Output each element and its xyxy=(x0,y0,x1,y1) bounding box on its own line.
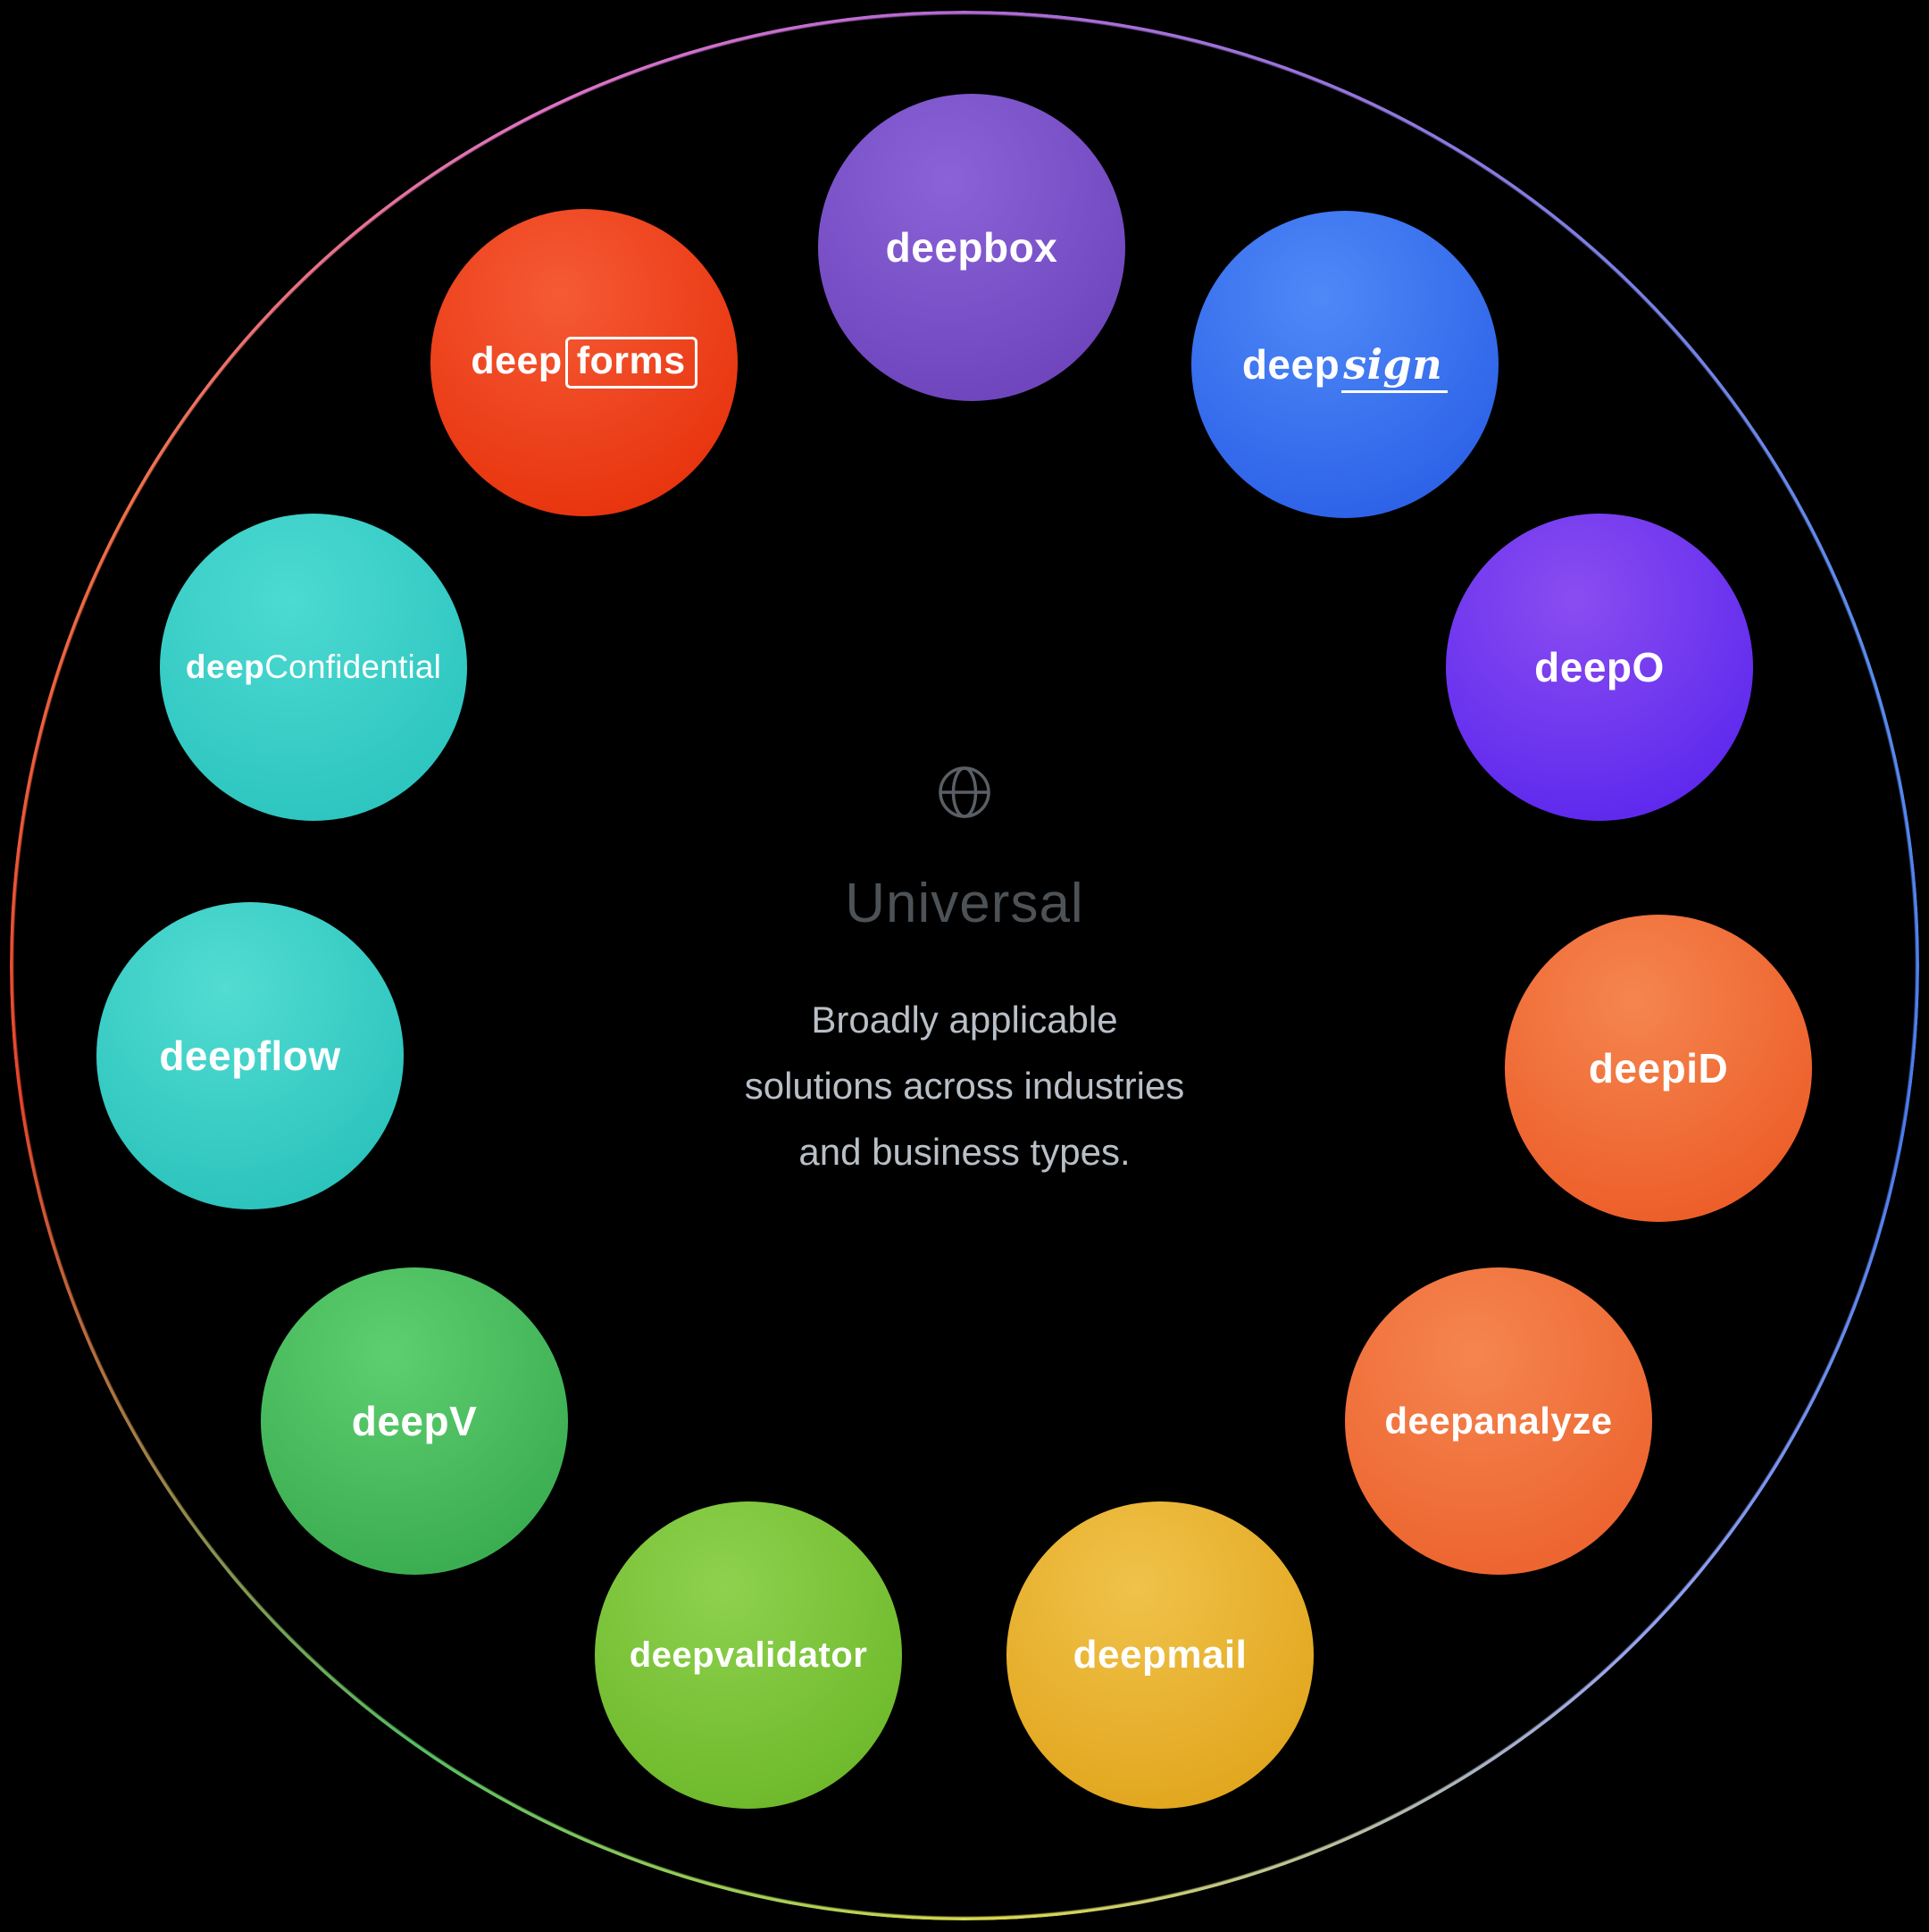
globe-icon xyxy=(936,764,993,825)
bubble-deepmail: deepmail xyxy=(1006,1501,1314,1809)
bubble-label: deepiD xyxy=(1588,1045,1729,1091)
bubble-deepid: deepiD xyxy=(1505,915,1812,1222)
bubble-label: deepV xyxy=(351,1398,478,1444)
bubble-label: deepbox xyxy=(885,224,1058,271)
bubble-label: deepO xyxy=(1534,644,1665,690)
bubble-label: deepConfidential xyxy=(185,648,442,685)
bubble-deepflow: deepflow xyxy=(96,902,404,1209)
center-description-line: and business types. xyxy=(798,1131,1131,1173)
bubble-deepv: deepV xyxy=(261,1267,568,1575)
bubble-deepvalidator: deepvalidator xyxy=(595,1501,902,1809)
center-title: Universal xyxy=(845,873,1084,934)
center-description-line: Broadly applicable xyxy=(811,999,1118,1041)
bubble-deepbox: deepbox xyxy=(818,94,1125,401)
bubble-label: deepanalyze xyxy=(1384,1400,1613,1442)
bubble-label: deepflow xyxy=(159,1033,341,1079)
bubble-label: deepmail xyxy=(1073,1633,1248,1677)
center-description-line: solutions across industries xyxy=(744,1065,1185,1107)
bubble-deepsign: deepsign xyxy=(1191,211,1499,518)
center-description: Broadly applicable solutions across indu… xyxy=(563,987,1366,1185)
bubble-label: deepsign xyxy=(1242,340,1449,393)
bubble-label: deepvalidator xyxy=(629,1635,868,1675)
bubble-deepconfidential: deepConfidential xyxy=(160,514,467,821)
bubble-deepanalyze: deepanalyze xyxy=(1345,1267,1652,1575)
center-block: Universal Broadly applicable solutions a… xyxy=(563,764,1366,1185)
bubble-deepo: deepO xyxy=(1446,514,1753,821)
